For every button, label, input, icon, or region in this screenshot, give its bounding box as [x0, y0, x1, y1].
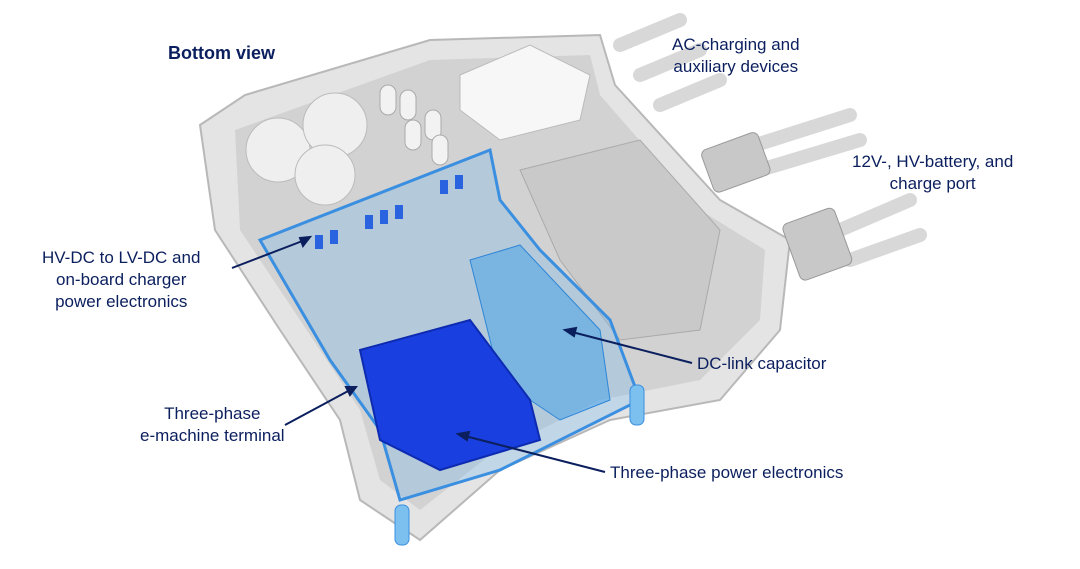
right-board	[519, 139, 721, 341]
label-line: Three-phase	[164, 404, 261, 423]
view-title: Bottom view	[168, 43, 276, 63]
label-line: power electronics	[55, 292, 188, 311]
label-line: HV-DC to LV-DC and	[42, 248, 201, 267]
ac-module	[459, 44, 591, 141]
label-power-electronics: Three-phase power electronics	[610, 463, 844, 482]
label-dc-link: DC-link capacitor	[697, 354, 827, 373]
label-hvdc-lvdc: HV-DC to LV-DC and on-board charger powe…	[42, 247, 200, 313]
leader-lines	[231, 235, 693, 473]
capacitors	[379, 84, 449, 166]
label-emachine-terminal: Three-phase e-machine terminal	[140, 403, 285, 447]
label-line: on-board charger	[56, 270, 187, 289]
label-line: e-machine terminal	[140, 426, 285, 445]
coils	[245, 92, 368, 206]
label-line: auxiliary devices	[673, 57, 799, 76]
cables	[613, 13, 927, 267]
label-battery-port: 12V-, HV-battery, and charge port	[852, 151, 1013, 195]
label-line: 12V-, HV-battery, and	[852, 152, 1014, 171]
power-module	[358, 318, 542, 472]
label-line: AC-charging and	[672, 35, 800, 54]
label-ac-charging: AC-charging and auxiliary devices	[672, 34, 800, 78]
label-line: charge port	[889, 174, 976, 193]
